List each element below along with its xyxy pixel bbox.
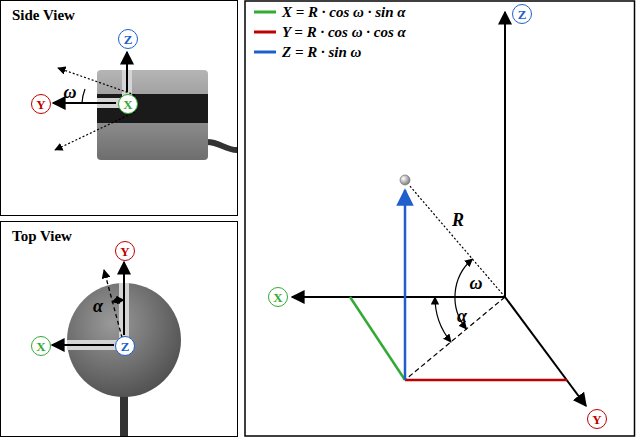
axis-letter: X [36,340,45,353]
y-axis [123,262,125,335]
axis-letter: Y [120,245,129,258]
angle-label: ω [63,83,76,101]
sensor-side [97,70,237,160]
y-component [405,379,567,382]
axis-letter: X [273,291,282,304]
view-panel: Side ViewZ Y X [0,0,238,216]
axis-letter: Z [121,340,130,353]
axis-marker: Z [512,4,532,24]
view-panel: Top ViewY X Z [0,221,238,437]
angle-label: ω [469,274,482,292]
formula-text: Z = R · sin ω [282,44,361,61]
panel-title: Top View [10,228,74,245]
axis-letter: Z [124,33,133,46]
y-axis [53,102,116,104]
axis-letter: X [123,98,132,111]
panel-title: Side View [10,7,77,24]
axis-marker: X [118,94,138,114]
legend-line [254,31,276,34]
axis-marker: Z [115,336,135,356]
angle-label: R [452,211,464,229]
legend-line [254,11,276,14]
panel-frame [245,1,635,436]
axis-letter: Y [36,98,45,111]
angle-arc [112,300,124,302]
radius-line [409,185,505,297]
formula-text: X = R · cos ω · sin α [282,4,406,21]
axis-letter: Y [592,413,601,426]
target-point [400,175,410,185]
axis-marker: X [268,287,288,307]
projection-line [405,297,505,380]
legend-line [254,51,276,54]
fov-line [55,112,135,150]
angle-arc [82,89,85,103]
axis-marker: X [31,336,51,356]
x-component [350,297,405,380]
angle-arc [455,259,473,329]
axis-letter: Z [518,8,527,21]
direction-line [104,270,124,345]
z-component [404,190,407,380]
angle-arc [435,297,451,342]
angle-label: α [93,297,103,315]
formula-text: Y = R · cos ω · cos α [282,24,406,41]
y-axis [505,297,586,406]
z-axis [126,52,128,92]
z-axis [504,12,506,297]
axis-marker: Y [587,409,607,429]
axis-marker: Y [31,94,51,114]
angle-label: α [457,307,467,325]
x-axis [52,344,114,346]
axis-marker: Z [118,29,138,49]
axis-marker: Y [115,241,135,261]
x-axis [292,296,505,298]
